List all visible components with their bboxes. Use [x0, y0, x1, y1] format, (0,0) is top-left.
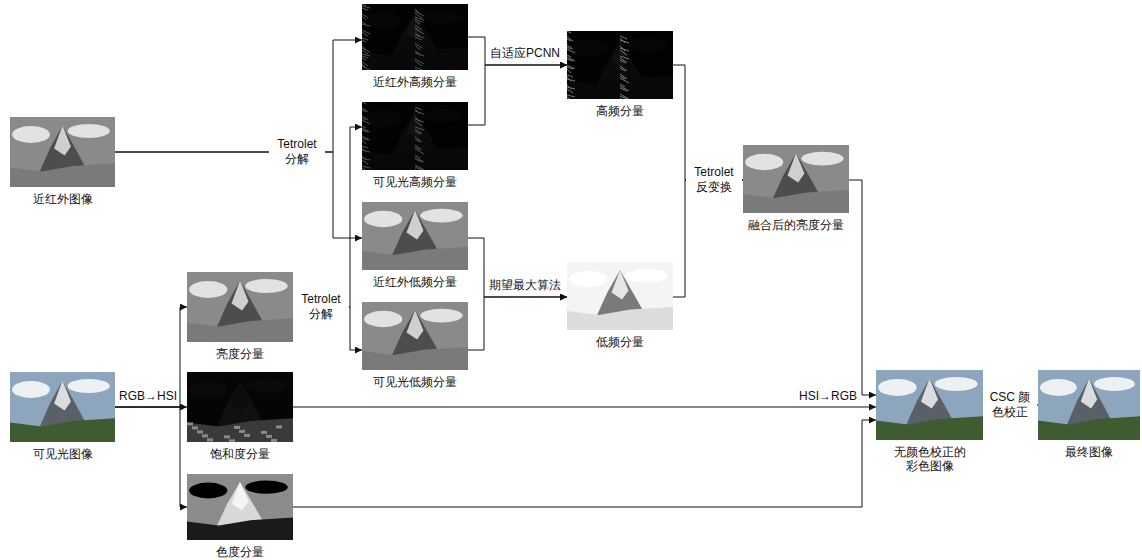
image-node: 饱和度分量 — [187, 372, 293, 461]
flow-arrow — [115, 40, 362, 152]
thumbnail-image — [10, 372, 115, 442]
thumbnail-image — [10, 117, 115, 187]
edge-label: RGB→HSI — [118, 389, 178, 404]
thumbnail-image — [876, 370, 983, 440]
thumbnail-image — [362, 302, 468, 370]
thumbnail-image — [567, 31, 673, 99]
thumbnail-image — [187, 474, 293, 540]
flow-arrow — [293, 420, 876, 507]
image-caption: 可见光图像 — [10, 447, 115, 461]
flow-arrow — [293, 407, 876, 408]
image-thumbnail — [362, 302, 468, 370]
edge-label: 期望最大算法 — [488, 278, 562, 293]
image-caption: 最终图像 — [1038, 445, 1140, 459]
flow-arrow — [115, 307, 187, 407]
image-caption: 低频分量 — [567, 335, 673, 349]
edge-label: Tetrolet 分解 — [269, 137, 325, 167]
thumbnail-image — [362, 202, 468, 270]
image-thumbnail — [10, 117, 115, 187]
image-node: 无颜色校正的 彩色图像 — [876, 370, 983, 474]
image-thumbnail — [362, 102, 468, 170]
image-caption: 可见光低频分量 — [362, 375, 468, 389]
image-thumbnail — [567, 31, 673, 99]
image-thumbnail — [187, 272, 293, 342]
image-caption: 近红外高频分量 — [362, 75, 468, 89]
flow-arrow — [115, 407, 187, 507]
flow-arrow — [673, 180, 743, 297]
image-node: 色度分量 — [187, 474, 293, 559]
thumbnail-image — [567, 262, 673, 330]
edge-label: Tetrolet 反变换 — [686, 165, 742, 195]
image-caption: 高频分量 — [567, 104, 673, 118]
image-caption: 可见光高频分量 — [362, 175, 468, 189]
image-node: 近红外低频分量 — [362, 202, 468, 289]
image-node: 近红外图像 — [10, 117, 115, 206]
image-caption: 亮度分量 — [187, 347, 293, 361]
thumbnail-image — [362, 102, 468, 170]
thumbnail-image — [1038, 370, 1140, 440]
image-thumbnail — [1038, 370, 1140, 440]
image-caption: 饱和度分量 — [187, 447, 293, 461]
image-thumbnail — [10, 372, 115, 442]
image-node: 可见光低频分量 — [362, 302, 468, 389]
thumbnail-image — [187, 272, 293, 342]
image-node: 融合后的亮度分量 — [743, 145, 849, 232]
image-caption: 无颜色校正的 彩色图像 — [888, 445, 972, 474]
flow-arrow — [468, 238, 567, 297]
flow-arrow — [468, 37, 567, 65]
edge-label: 自适应PCNN — [489, 46, 561, 61]
image-node: 最终图像 — [1038, 370, 1140, 459]
thumbnail-image — [187, 372, 293, 442]
image-node: 可见光高频分量 — [362, 102, 468, 189]
flow-arrow — [849, 180, 876, 395]
image-thumbnail — [876, 370, 983, 440]
image-caption: 近红外低频分量 — [362, 275, 468, 289]
flow-arrow — [673, 65, 743, 180]
image-thumbnail — [187, 372, 293, 442]
flow-arrow — [468, 297, 567, 350]
edge-label: Tetrolet 分解 — [293, 292, 349, 322]
image-thumbnail — [187, 474, 293, 540]
image-node: 可见光图像 — [10, 372, 115, 461]
edge-label: CSC 颜色校正 — [983, 390, 1037, 420]
image-thumbnail — [743, 145, 849, 213]
image-thumbnail — [567, 262, 673, 330]
image-caption: 融合后的亮度分量 — [743, 218, 849, 232]
flow-arrow — [468, 65, 567, 125]
image-thumbnail — [362, 202, 468, 270]
image-node: 近红外高频分量 — [362, 4, 468, 89]
thumbnail-image — [362, 4, 468, 70]
image-node: 高频分量 — [567, 31, 673, 118]
image-node: 低频分量 — [567, 262, 673, 349]
image-caption: 色度分量 — [187, 545, 293, 559]
thumbnail-image — [743, 145, 849, 213]
image-caption: 近红外图像 — [10, 192, 115, 206]
image-thumbnail — [362, 4, 468, 70]
edge-label: HSI→RGB — [798, 389, 858, 404]
image-node: 亮度分量 — [187, 272, 293, 361]
